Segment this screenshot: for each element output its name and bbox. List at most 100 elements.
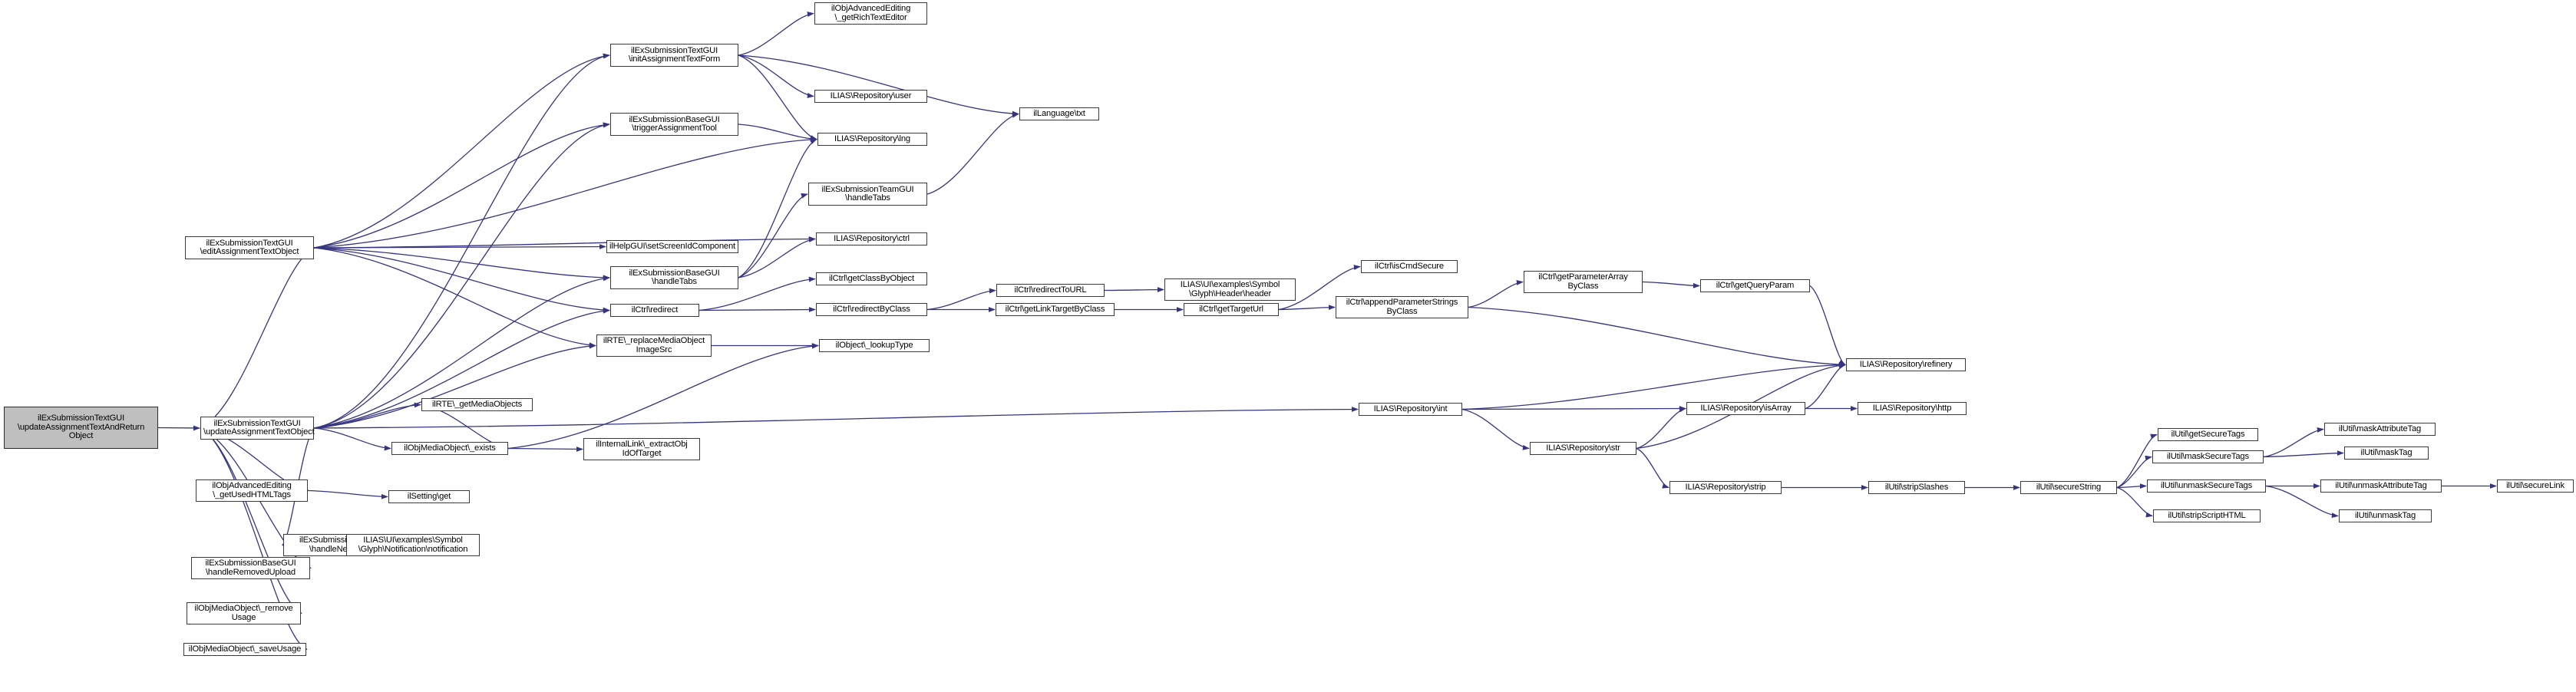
graph-node[interactable]: ILIAS\UI\examples\Symbol \Glyph\Notifica… [346,534,480,556]
graph-node[interactable]: ILIAS\Repository\str [1530,442,1636,455]
graph-node[interactable]: ilObject\_lookupType [819,339,930,352]
graph-edge [313,53,610,249]
graph-node[interactable]: ILIAS\Repository\user [814,90,927,103]
graph-node[interactable]: ilObjMediaObject\_remove Usage [187,602,301,624]
graph-node-label: ilRTE\_replaceMediaObject ImageSrc [603,336,705,354]
graph-node-label: ilUtil\unmaskSecureTags [2160,480,2253,490]
graph-node[interactable]: ilUtil\maskAttributeTag [2324,423,2436,436]
graph-node[interactable]: ilCtrl\redirectByClass [816,303,927,316]
graph-node[interactable]: ILIAS\Repository\lng [817,133,927,146]
graph-node[interactable]: ilExSubmissionBaseGUI \triggerAssignment… [610,113,738,136]
graph-node-label: ilUtil\secureString [2036,482,2102,492]
graph-node[interactable]: ilUtil\unmaskSecureTags [2147,479,2266,493]
graph-edge [1461,408,1530,450]
graph-node[interactable]: ilCtrl\getQueryParam [1700,279,1810,292]
graph-node[interactable]: ilCtrl\redirectToURL [996,284,1105,297]
graph-node-label: ILIAS\Repository\isArray [1700,403,1792,413]
graph-node-label: ilExSubmissionTextGUI \initAssignmentTex… [628,45,721,64]
graph-edge [738,193,808,278]
graph-node[interactable]: ILIAS\Repository\refinery [1846,358,1966,371]
graph-node[interactable]: ILIAS\Repository\ctrl [816,232,927,245]
graph-node[interactable]: ilLanguage\txt [1019,107,1099,120]
graph-node[interactable]: ilExSubmissionTextGUI \updateAssignmentT… [200,417,315,440]
graph-node[interactable]: ILIAS\UI\examples\Symbol \Glyph\Header\h… [1164,278,1296,301]
graph-node: ilExSubmissionTextGUI \updateAssignmentT… [4,407,158,449]
graph-node-label: ilExSubmissionBaseGUI \triggerAssignment… [629,114,720,133]
graph-edge [1642,281,1700,288]
graph-node[interactable]: ilInternalLink\_extractObj IdOfTarget [583,438,700,460]
graph-edge [507,343,819,450]
graph-edge [2263,427,2324,458]
graph-node-label: ilUtil\getSecureTags [2171,429,2245,439]
graph-node-label: ilLanguage\txt [1033,108,1085,118]
graph-edge [313,236,816,249]
graph-node[interactable]: ilObjMediaObject\_saveUsage [183,643,306,656]
graph-node[interactable]: ilUtil\unmaskAttributeTag [2320,479,2442,493]
graph-node[interactable]: ilExSubmissionTextGUI \initAssignmentTex… [610,44,738,67]
graph-node[interactable]: ILIAS\Repository\int [1359,403,1462,416]
graph-node-label: ilExSubmissionTextGUI \updateAssignmentT… [203,418,315,437]
graph-node[interactable]: ilUtil\getSecureTags [2158,428,2258,441]
graph-node[interactable]: ilUtil\stripSlashes [1868,481,1965,494]
graph-node[interactable]: ilCtrl\isCmdSecure [1361,260,1458,273]
graph-edge [738,54,817,140]
graph-node[interactable]: ilCtrl\getTargetUrl [1184,303,1279,316]
graph-node[interactable]: ilRTE\_getMediaObjects [421,398,533,411]
graph-node-label: ilCtrl\getLinkTargetByClass [1005,304,1105,314]
graph-node-label: ILIAS\Repository\http [1872,403,1952,413]
graph-edge [313,402,421,429]
graph-edge [1104,287,1164,292]
graph-node[interactable]: ilExSubmissionBaseGUI \handleRemovedUplo… [191,557,310,579]
graph-edge [738,54,814,98]
graph-node-label: ilObjAdvancedEditing \_getRichTextEditor [831,4,911,22]
graph-edge [307,489,388,499]
graph-node[interactable]: ilUtil\secureString [2020,481,2117,494]
graph-node-label: ilExSubmissionBaseGUI \handleTabs [629,268,720,286]
graph-edge [738,124,817,142]
graph-node[interactable]: ilExSubmissionBaseGUI \handleTabs [610,266,738,289]
graph-node-label: ilCtrl\redirectToURL [1014,285,1087,295]
graph-node[interactable]: ILIAS\Repository\http [1858,402,1967,415]
graph-node[interactable]: ilExSubmissionTeamGUI \handleTabs [808,183,927,206]
graph-node[interactable]: ilObjAdvancedEditing \_getUsedHTMLTags [196,479,308,502]
graph-node[interactable]: ilObjMediaObject\_exists [391,442,508,455]
graph-node-label: ilUtil\maskTag [2360,447,2413,457]
graph-node[interactable]: ilExSubmissionTextGUI \editAssignmentTex… [185,236,314,259]
graph-node[interactable]: ilUtil\secureLink [2497,479,2574,493]
graph-node-label: ilInternalLink\_extractObj IdOfTarget [596,440,688,458]
graph-node[interactable]: ilCtrl\redirect [610,304,699,317]
graph-node-label: ilHelpGUI\setScreenIdComponent [609,241,736,251]
graph-edge [2263,450,2344,458]
graph-edge [200,427,308,651]
graph-node-label: ilObjAdvancedEditing \_getUsedHTMLTags [212,481,292,499]
graph-node-label: ilObjMediaObject\_exists [404,443,496,453]
graph-edge [2265,485,2339,519]
graph-node[interactable]: ilUtil\maskSecureTags [2152,450,2264,463]
graph-node-label: ilExSubmissionTextGUI \editAssignmentTex… [200,238,299,256]
graph-node[interactable]: ilCtrl\appendParameterStrings ByClass [1336,296,1468,318]
graph-node[interactable]: ilCtrl\getClassByObject [816,272,927,285]
graph-node[interactable]: ILIAS\Repository\isArray [1686,402,1805,415]
graph-node[interactable]: ilRTE\_replaceMediaObject ImageSrc [596,334,712,357]
graph-node-label: ILIAS\Repository\str [1546,443,1620,453]
graph-node[interactable]: ilObjAdvancedEditing \_getRichTextEditor [814,2,927,25]
graph-edge [738,54,1019,117]
graph-node[interactable]: ILIAS\Repository\strip [1669,481,1782,494]
graph-node-label: ILIAS\Repository\strip [1685,482,1766,492]
graph-node[interactable]: ilCtrl\getLinkTargetByClass [996,303,1115,316]
graph-node[interactable]: ilHelpGUI\setScreenIdComponent [606,240,738,253]
graph-node[interactable]: ilCtrl\getParameterArray ByClass [1524,271,1643,293]
graph-node-label: ilCtrl\appendParameterStrings ByClass [1346,298,1458,316]
graph-node[interactable]: ilSetting\get [388,490,470,503]
graph-node-label: ilUtil\stripSlashes [1884,482,1949,492]
graph-node-label: ilCtrl\getClassByObject [829,273,914,283]
graph-edge [1805,364,1846,410]
graph-edge [738,237,816,278]
graph-node[interactable]: ilUtil\maskTag [2344,447,2429,460]
graph-node[interactable]: ilUtil\unmaskTag [2339,509,2432,522]
graph-node-label: ilUtil\maskSecureTags [2167,451,2249,461]
graph-edge [313,407,1359,429]
graph-edge [200,427,302,615]
graph-node[interactable]: ilUtil\stripScriptHTML [2153,509,2261,522]
graph-edge [2116,433,2158,489]
